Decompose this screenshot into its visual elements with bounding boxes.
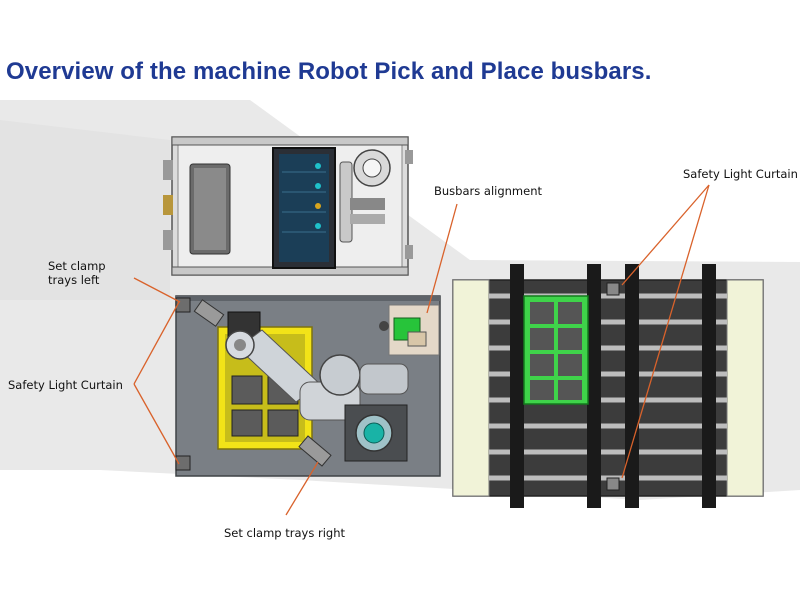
page-title: Overview of the machine Robot Pick and P… <box>6 58 652 85</box>
keyboard <box>189 163 231 255</box>
robot-arm <box>225 311 409 462</box>
label-safety-light-curtain-right: Safety Light Curtain <box>683 167 798 181</box>
monitor-screen <box>272 147 336 269</box>
background-shadow-left <box>0 120 170 300</box>
busbars-alignment-station <box>379 304 440 356</box>
label-set-clamp-trays-right: Set clamp trays right <box>224 526 346 540</box>
label-safety-light-curtain-left: Safety Light Curtain <box>8 378 123 392</box>
label-set-clamp-left-line1: Set clamp <box>48 259 106 273</box>
control-cabinet <box>163 136 413 276</box>
operator-knob <box>339 149 391 243</box>
robot-base-plate <box>344 404 408 462</box>
conveyor <box>452 264 764 508</box>
label-set-clamp-left-line2: trays left <box>48 273 100 287</box>
green-busbar-trays <box>523 295 589 405</box>
conveyor-rails <box>510 264 716 508</box>
callout-lines <box>133 184 710 516</box>
clamp-units-left <box>175 297 332 471</box>
label-busbars-alignment: Busbars alignment <box>434 184 542 198</box>
